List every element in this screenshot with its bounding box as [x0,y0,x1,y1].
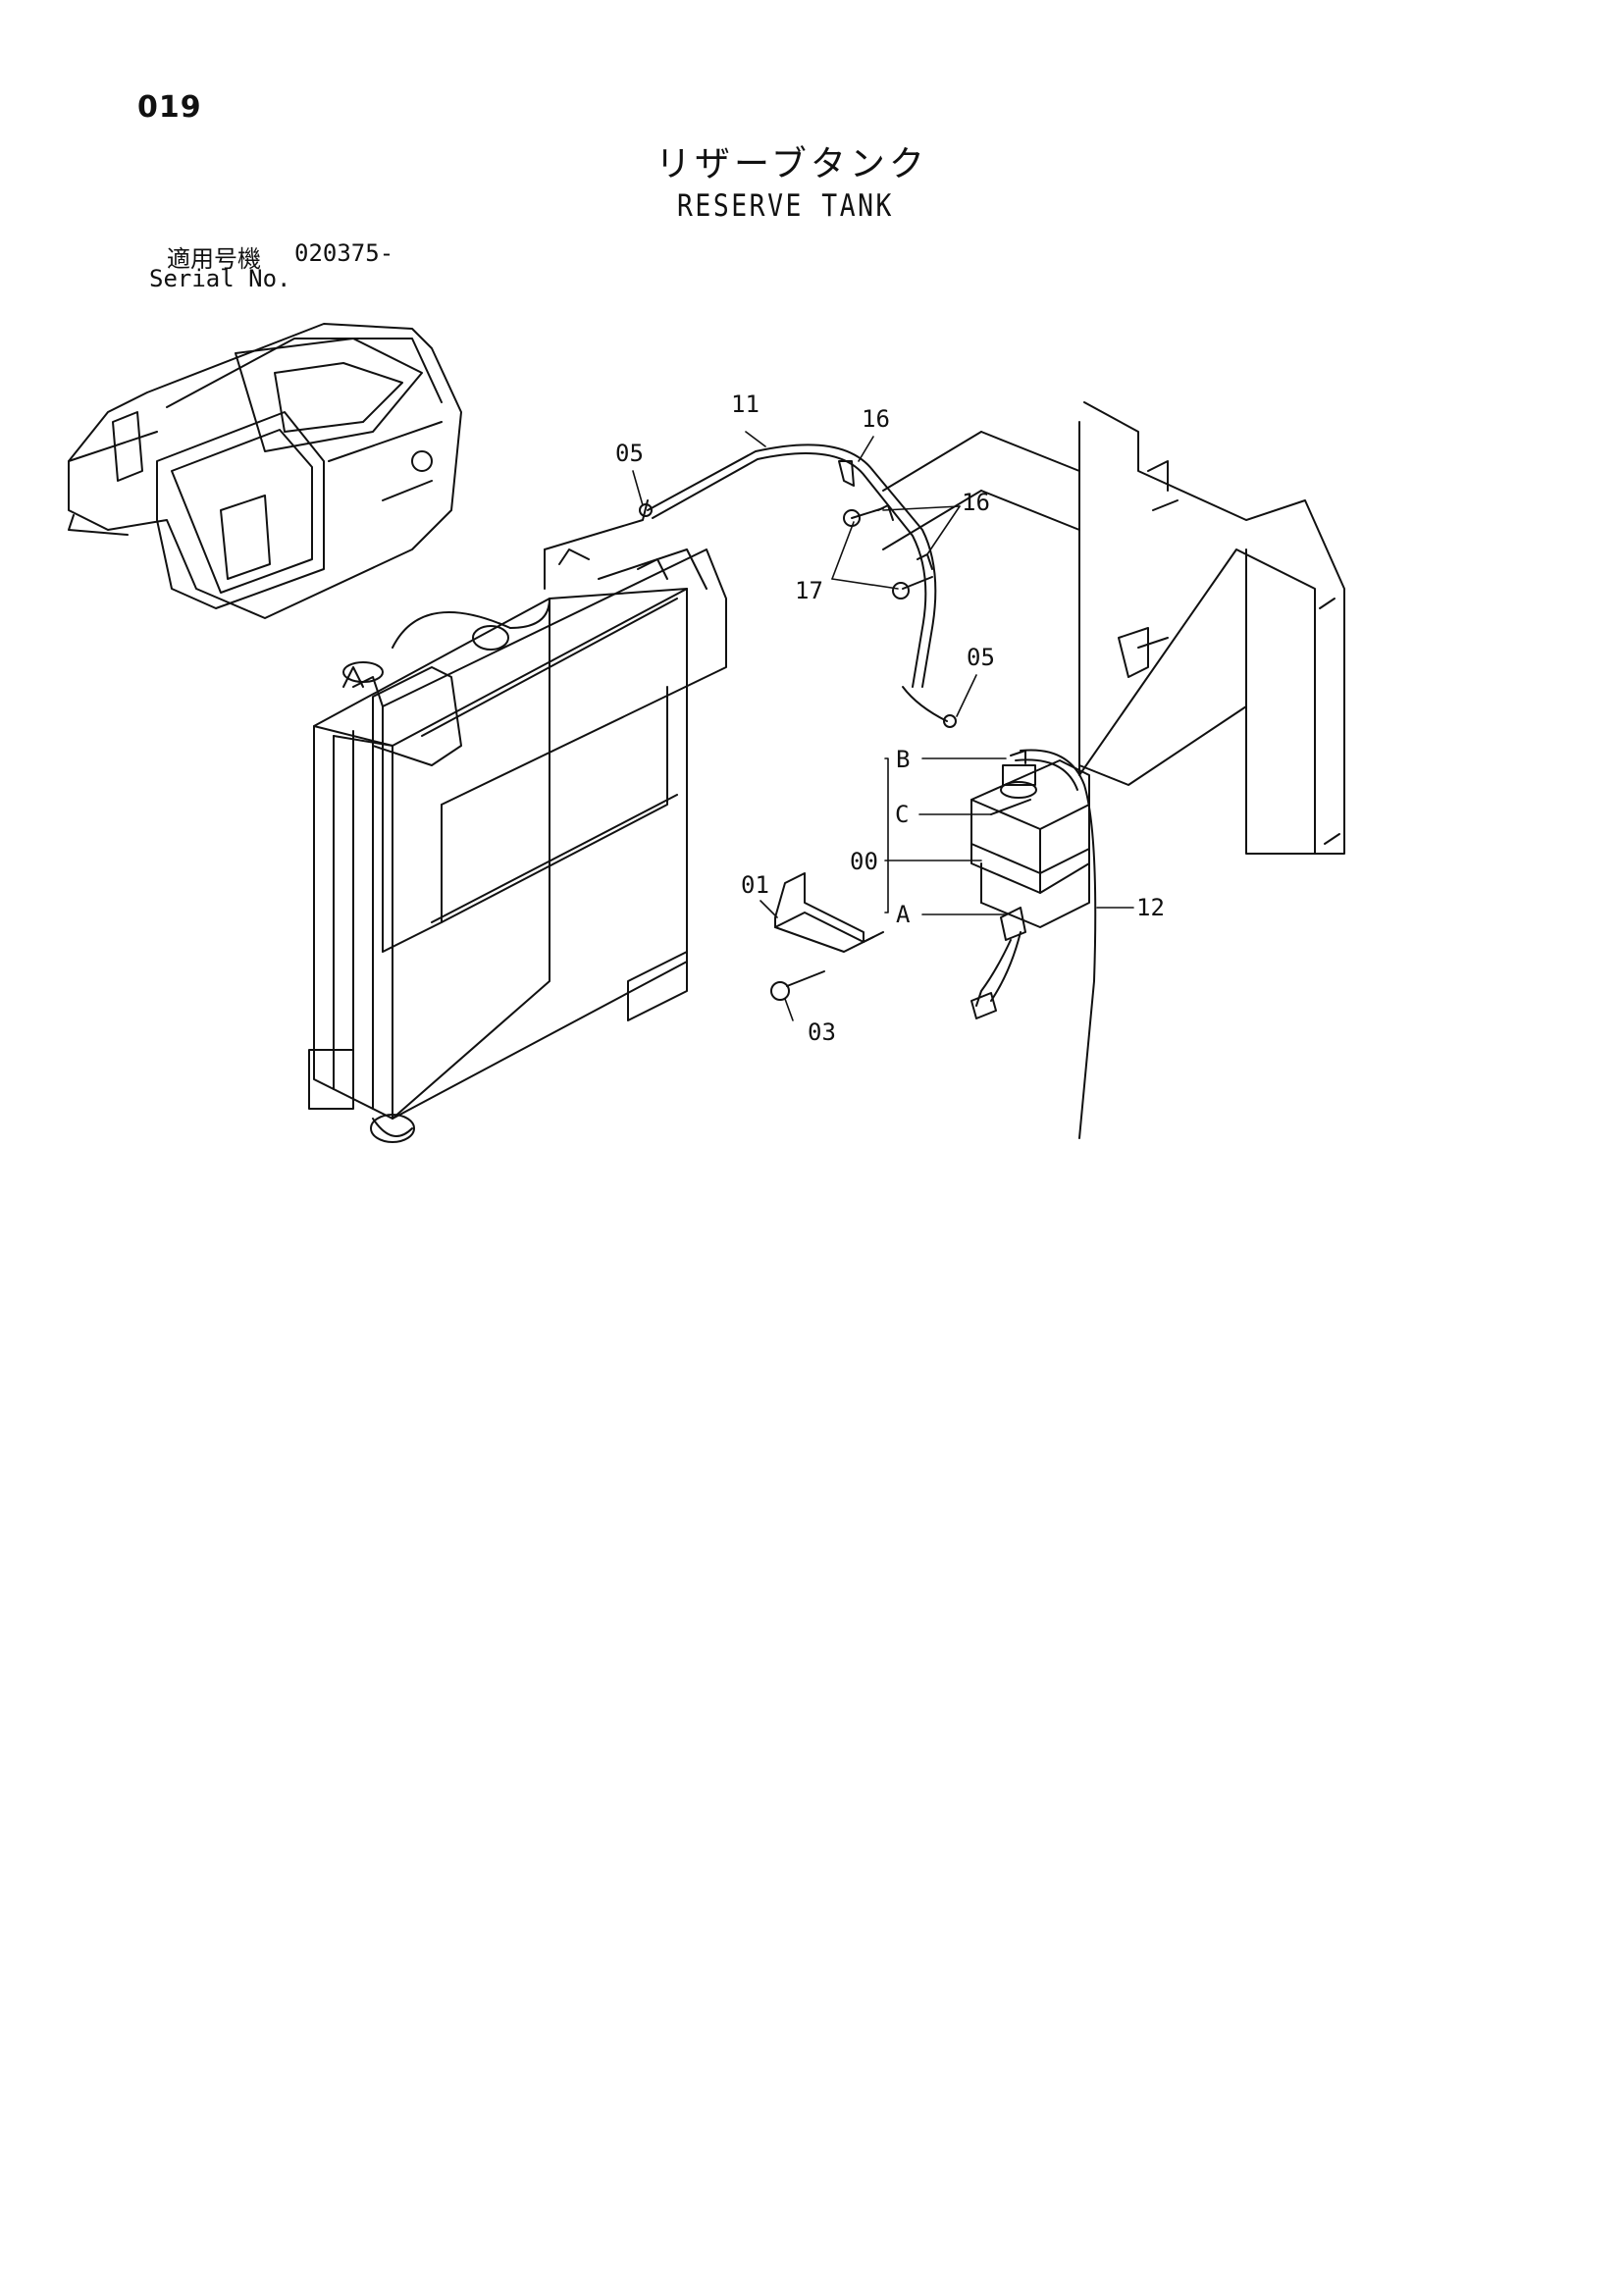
callout-17: 17 [795,577,823,604]
upper-bracket [544,499,649,590]
leader-lines [632,431,1134,1021]
overflow-hose [647,443,948,722]
page-number: 019 [137,90,202,125]
callout-16-upper: 16 [862,405,890,433]
tank-bracket [774,872,884,953]
callout-12: 12 [1136,894,1165,921]
callout-01: 01 [741,871,769,899]
callout-03: 03 [808,1018,836,1046]
title-japanese: リザーブタンク [655,144,928,184]
callout-16-lower: 16 [962,489,990,516]
callout-c: C [895,801,909,828]
callout-a: A [896,901,911,928]
callout-05-lower: 05 [967,644,995,671]
callout-00: 00 [850,848,878,875]
radiator-assembly [308,548,727,1143]
level-sensor [970,907,1026,1019]
bolts [843,507,933,600]
serial-number-value: 020375- [294,239,394,267]
serial-label-japanese: 適用号機 [167,245,261,273]
drain-hose [1015,749,1097,1139]
bracket-bolt [770,970,825,1001]
callout-11: 11 [731,391,760,418]
reserve-tank [970,750,1090,928]
excavator-locator-illustration [68,323,462,619]
serial-label-english: Serial No. [149,265,291,292]
title-english: RESERVE TANK [677,188,894,224]
callout-b: B [896,746,910,773]
callout-labels: 05 11 16 16 17 05 B C 00 A 01 12 03 [615,391,1165,1046]
shroud-panel [882,401,1345,855]
callout-05-upper: 05 [615,440,644,467]
